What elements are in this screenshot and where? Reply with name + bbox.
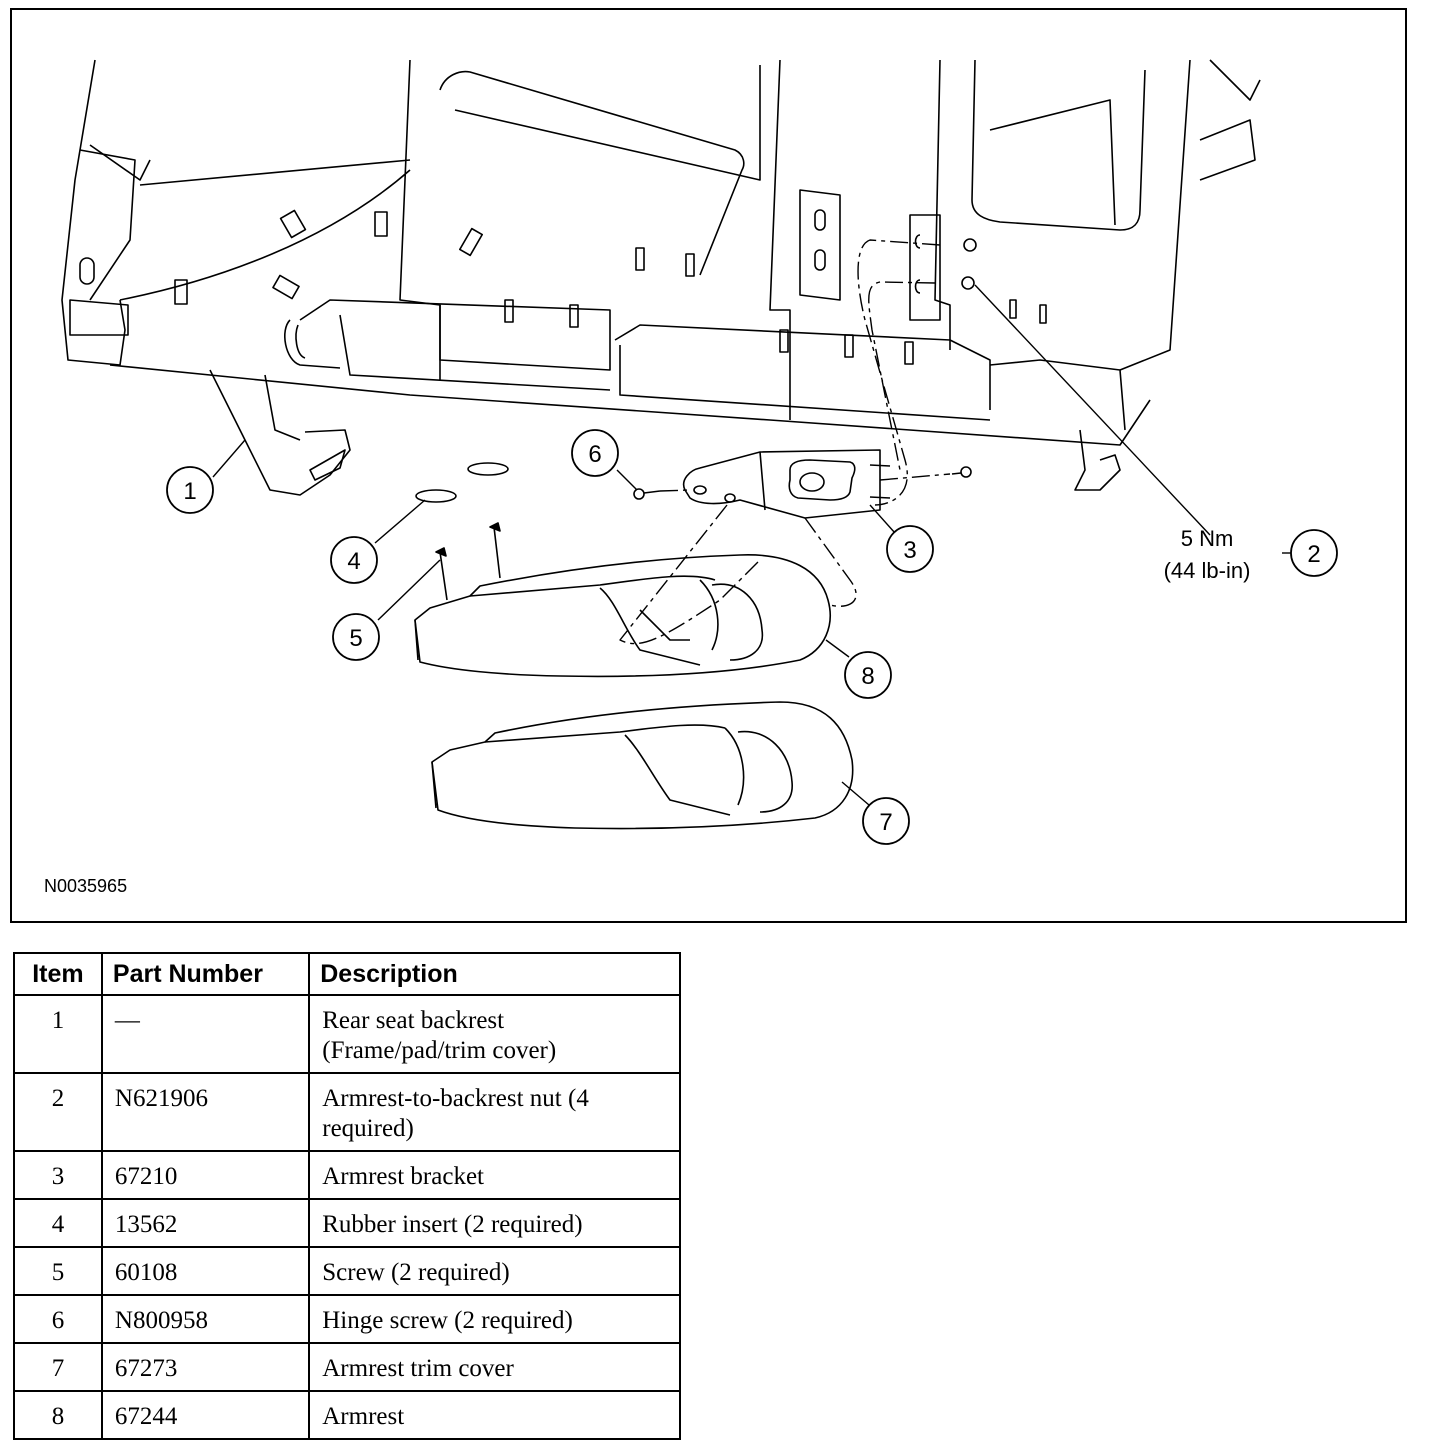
torque-lbin-label: (44 lb-in) [1164, 558, 1251, 583]
part-number-cell: 60108 [100, 1246, 311, 1296]
table-row: 8 67244 Armrest [13, 1390, 681, 1440]
armrest-trim-cover [431, 701, 854, 830]
item-cell: 2 [13, 1072, 103, 1152]
assembly-guide-lines [619, 239, 951, 645]
armrest-screws [435, 522, 501, 601]
item-cell: 3 [13, 1150, 103, 1200]
part-number-cell: 13562 [100, 1198, 311, 1248]
part-number-cell: N800958 [100, 1294, 311, 1344]
description-cell: Armrest-to-backrest nut (4 required) [308, 1072, 681, 1152]
callout-3: 3 [886, 525, 934, 573]
description-cell: Armrest trim cover [308, 1342, 681, 1392]
callout-4: 4 [330, 536, 378, 584]
exploded-view-diagram: 1 2 3 4 5 6 7 8 5 Nm (44 lb-in) N0035965 [44, 59, 1338, 896]
part-number-cell: N621906 [100, 1072, 311, 1152]
callout-5: 5 [332, 613, 380, 661]
svg-text:6: 6 [588, 441, 601, 468]
figure-id: N0035965 [44, 876, 127, 896]
figure-frame [10, 8, 1407, 923]
description-cell: Rear seat backrest (Frame/pad/trim cover… [308, 994, 681, 1074]
header-item: Item [13, 952, 103, 996]
part-number-cell: 67273 [100, 1342, 311, 1392]
callout-2: 2 [1290, 529, 1338, 577]
parts-table: Item Part Number Description 1 — Rear se… [13, 952, 681, 1440]
rear-seat-backrest [61, 59, 1261, 496]
item-cell: 4 [13, 1198, 103, 1248]
svg-text:7: 7 [879, 809, 892, 836]
callout-7: 7 [862, 797, 910, 845]
table-row: 7 67273 Armrest trim cover [13, 1342, 681, 1392]
svg-text:1: 1 [183, 478, 196, 505]
description-cell: Screw (2 required) [308, 1246, 681, 1296]
leader-lines [212, 284, 1296, 806]
armrest-bracket [682, 449, 891, 519]
hinge-screws [633, 466, 972, 500]
rubber-inserts [415, 462, 509, 503]
table-row: 2 N621906 Armrest-to-backrest nut (4 req… [13, 1072, 681, 1152]
description-cell: Armrest [308, 1390, 681, 1440]
description-cell: Hinge screw (2 required) [308, 1294, 681, 1344]
callout-8: 8 [844, 651, 892, 699]
svg-text:5: 5 [349, 625, 362, 652]
item-cell: 6 [13, 1294, 103, 1344]
table-row: 6 N800958 Hinge screw (2 required) [13, 1294, 681, 1344]
part-number-cell: 67210 [100, 1150, 311, 1200]
table-row: 4 13562 Rubber insert (2 required) [13, 1198, 681, 1248]
part-number-cell: 67244 [100, 1390, 311, 1440]
torque-nm-label: 5 Nm [1181, 526, 1234, 551]
header-part-number: Part Number [100, 952, 311, 996]
svg-text:2: 2 [1307, 541, 1320, 568]
item-cell: 8 [13, 1390, 103, 1440]
callout-6: 6 [571, 429, 619, 477]
svg-text:4: 4 [347, 548, 360, 575]
armrest [414, 554, 831, 678]
description-cell: Armrest bracket [308, 1150, 681, 1200]
table-header-row: Item Part Number Description [13, 952, 681, 996]
item-cell: 5 [13, 1246, 103, 1296]
svg-text:8: 8 [861, 663, 874, 690]
table-row: 3 67210 Armrest bracket [13, 1150, 681, 1200]
table-row: 1 — Rear seat backrest (Frame/pad/trim c… [13, 994, 681, 1074]
part-number-cell: — [100, 994, 311, 1074]
description-cell: Rubber insert (2 required) [308, 1198, 681, 1248]
callout-1: 1 [166, 466, 214, 514]
header-description: Description [308, 952, 681, 996]
svg-text:3: 3 [903, 537, 916, 564]
item-cell: 7 [13, 1342, 103, 1392]
item-cell: 1 [13, 994, 103, 1074]
table-row: 5 60108 Screw (2 required) [13, 1246, 681, 1296]
